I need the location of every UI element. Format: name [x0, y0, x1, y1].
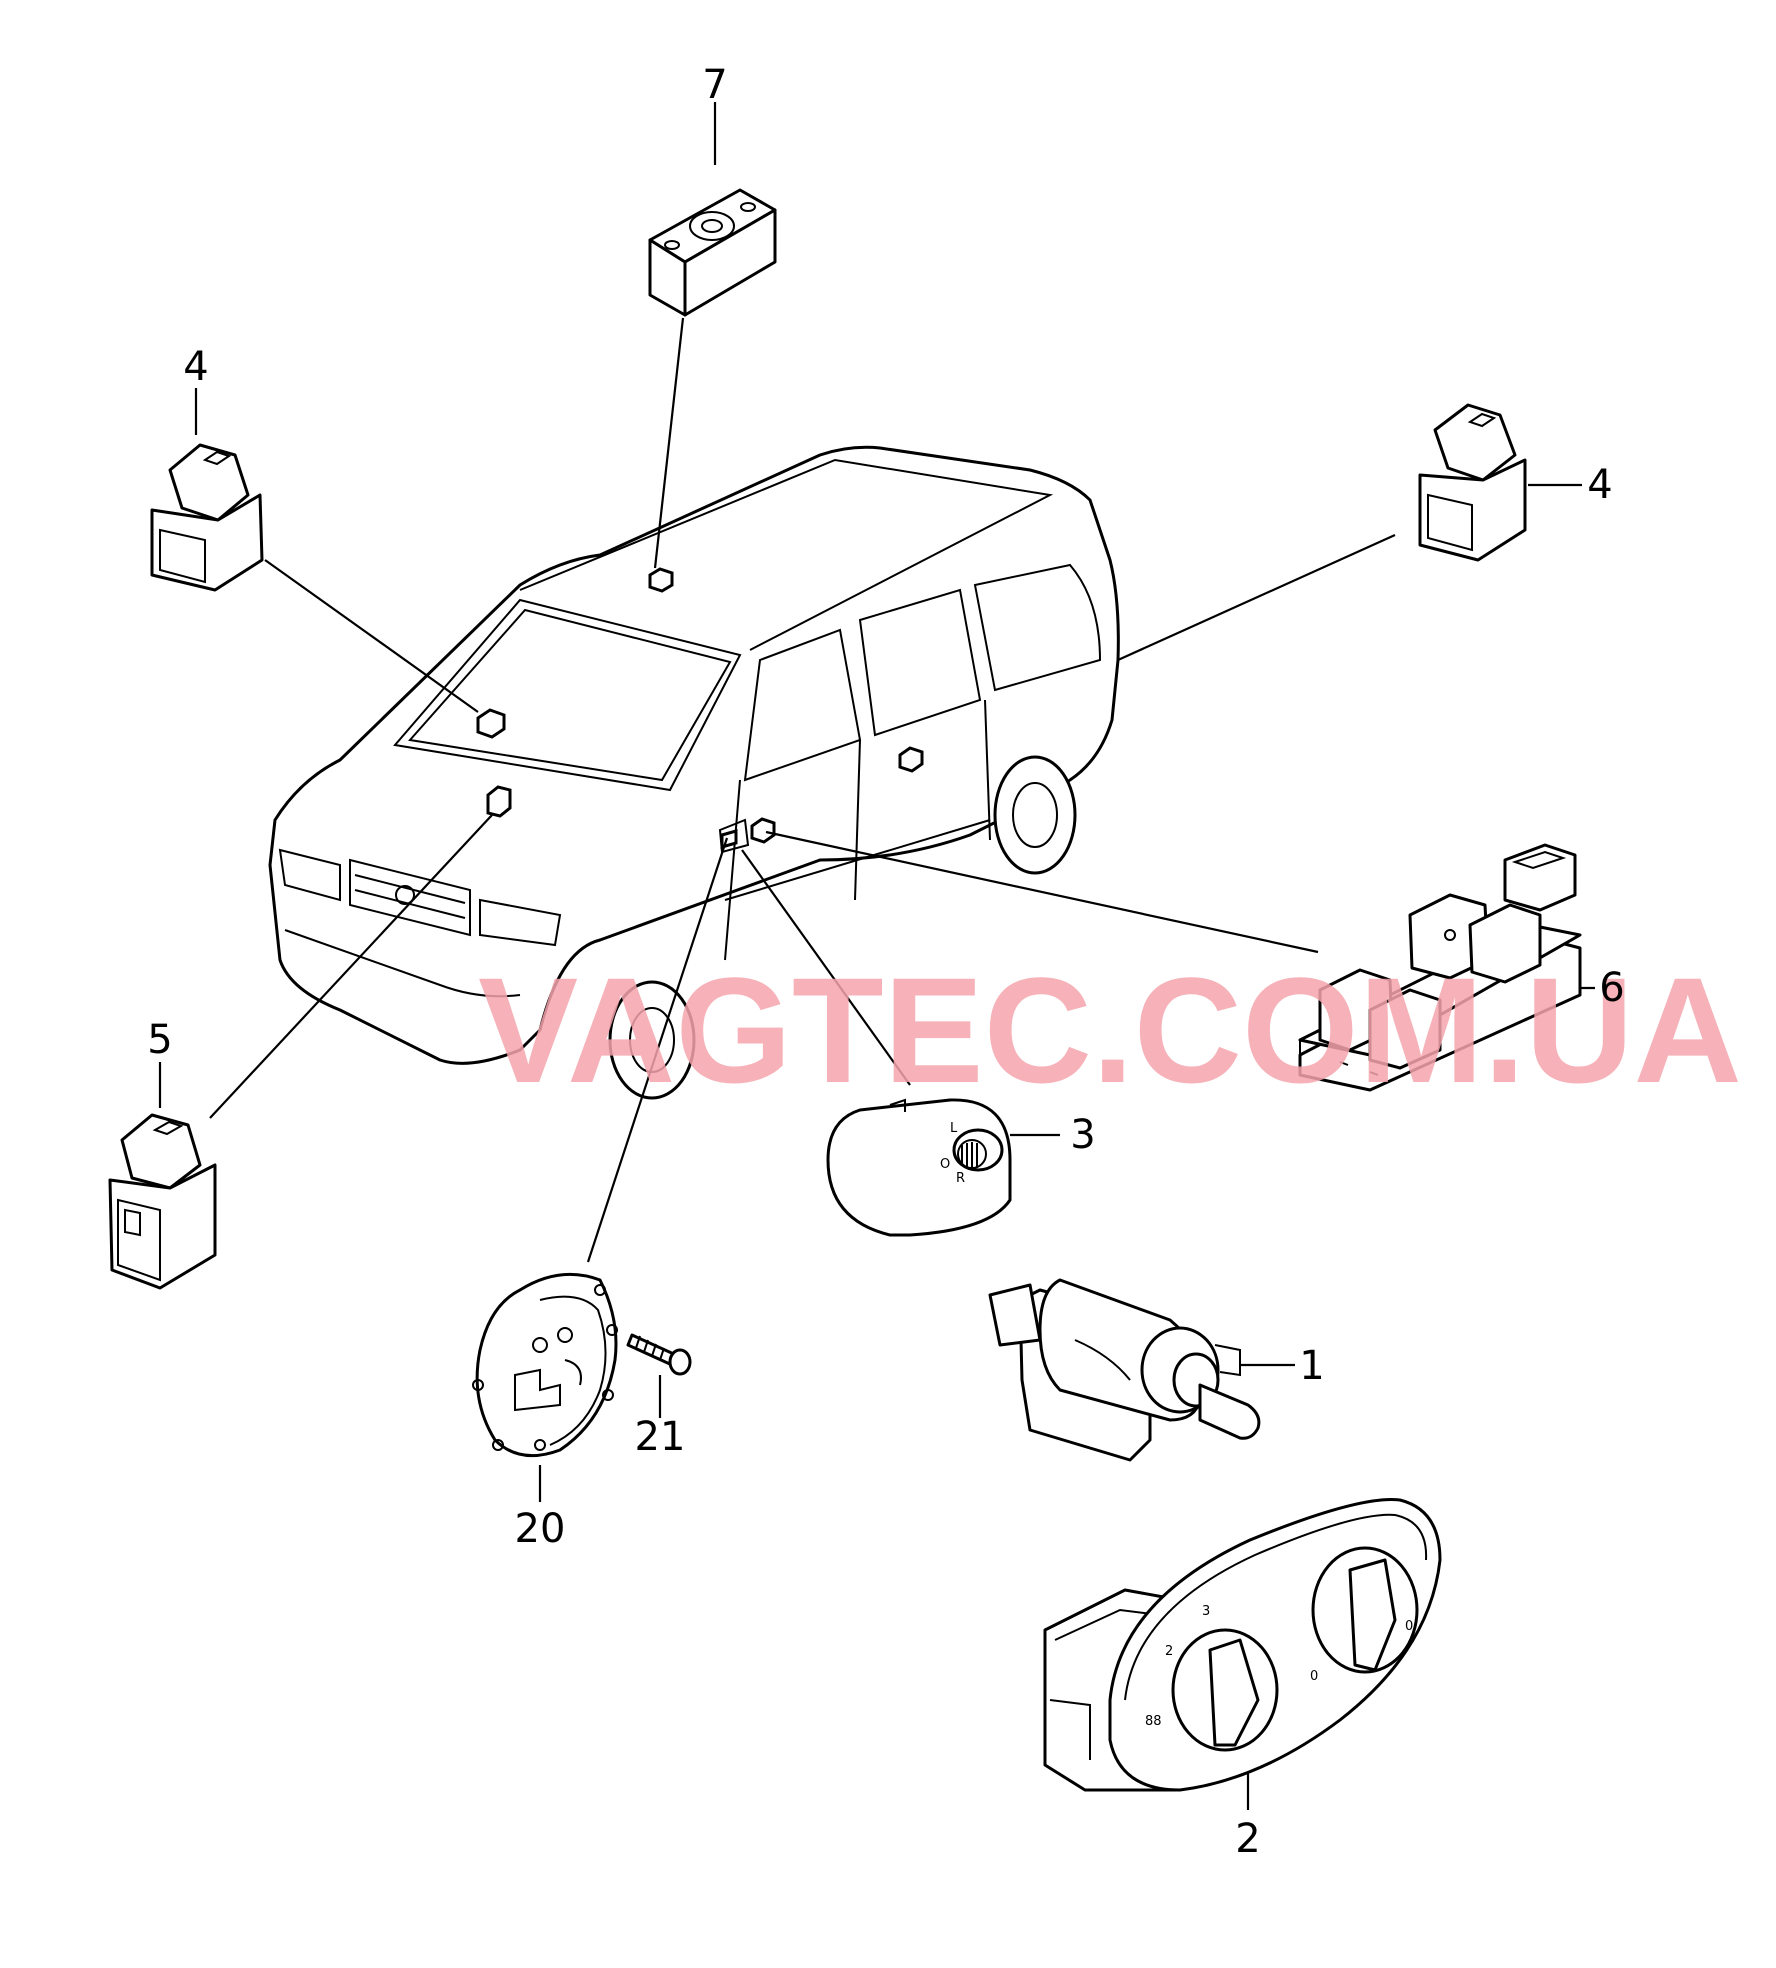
switch-label-88: 88 — [1145, 1714, 1162, 1729]
callout-2: 2 — [1235, 1816, 1260, 1862]
marker-6 — [750, 817, 776, 844]
part-6-window-switch-panel — [1298, 843, 1582, 1092]
part-4-right-window-switch — [1418, 403, 1527, 562]
marker-4-right — [898, 746, 924, 773]
knob-label-r: R — [956, 1171, 965, 1186]
part-4-left-window-switch — [150, 443, 264, 592]
switch-label-2: 2 — [1165, 1644, 1173, 1659]
callout-7: 7 — [702, 62, 727, 108]
callout-21: 21 — [635, 1414, 686, 1460]
callout-3: 3 — [1070, 1112, 1095, 1158]
callout-5: 5 — [147, 1017, 172, 1063]
part-1-brake-light-switch — [988, 1278, 1261, 1462]
vehicle-markers — [476, 567, 924, 849]
callout-4-left: 4 — [183, 344, 208, 390]
part-2-light-switch: 88 2 3 0 0 — [1043, 1498, 1442, 1792]
marker-7 — [648, 567, 674, 593]
watermark-text: VAGTEC.COM.UA — [478, 946, 1742, 1114]
part-5-switch — [108, 1113, 217, 1290]
part-3-mirror-switch: L O R — [826, 1098, 1012, 1237]
switch-label-3: 3 — [1202, 1604, 1210, 1619]
marker-4-left — [476, 708, 506, 739]
part-7-roof-switch — [648, 188, 777, 317]
callout-1: 1 — [1299, 1343, 1324, 1389]
part-20-connector — [472, 1272, 618, 1458]
knob-label-o: O — [940, 1157, 950, 1172]
callout-6: 6 — [1599, 965, 1624, 1011]
switch-label-0b: 0 — [1405, 1619, 1413, 1634]
switch-label-0a: 0 — [1310, 1669, 1318, 1684]
callout-4-right: 4 — [1587, 462, 1612, 508]
leader-lines — [158, 102, 1595, 1810]
marker-5 — [486, 785, 512, 818]
callout-20: 20 — [515, 1506, 566, 1552]
part-21-screw — [626, 1333, 692, 1376]
callout-numbers: 7 4 4 5 6 3 1 21 20 2 — [147, 62, 1624, 1862]
knob-label-l: L — [950, 1121, 958, 1136]
